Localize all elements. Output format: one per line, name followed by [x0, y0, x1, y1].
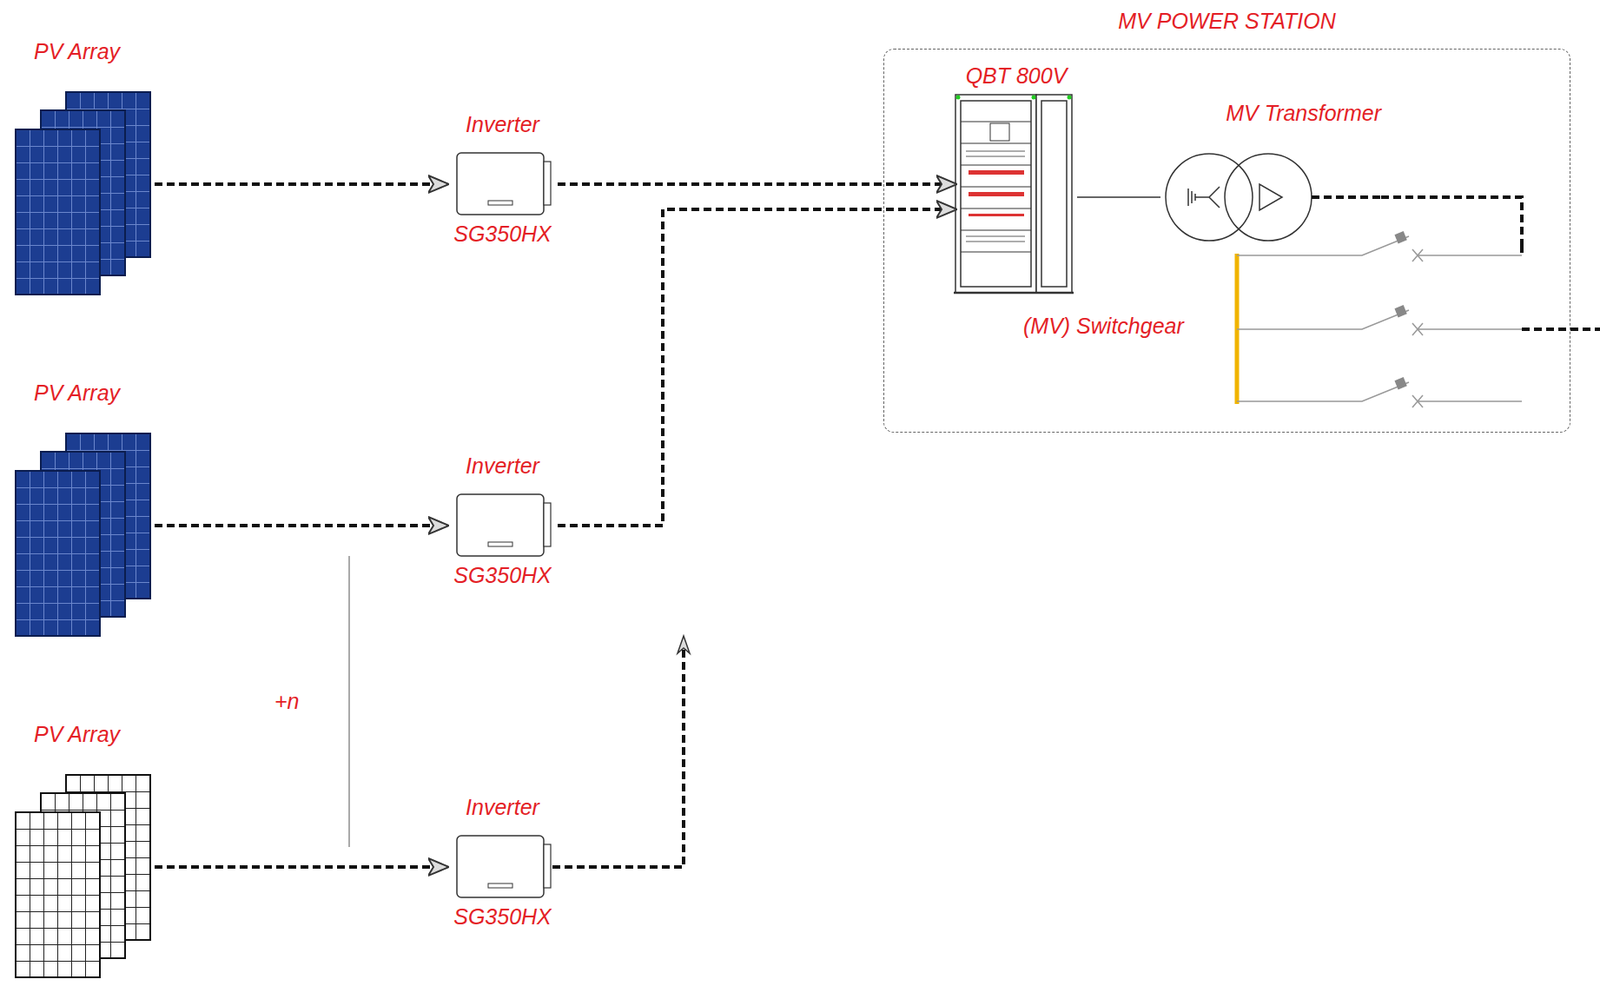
mv-switchgear: (MV) Switchgear	[1020, 247, 1534, 409]
mv-switchgear	[1236, 231, 1600, 408]
node-title: MV POWER STATION	[884, 7, 1570, 34]
lv-cabinet	[953, 94, 1074, 293]
node-title: Inverter	[447, 452, 558, 479]
model-name: SG350HX	[447, 903, 558, 930]
inverter-units	[456, 152, 551, 898]
mv-transformer: MV Transformer	[1160, 99, 1382, 248]
dashed-cable	[557, 209, 956, 526]
dashed-cable	[1381, 197, 1522, 248]
pv-array: PV Array	[15, 379, 155, 637]
repeat-marker	[349, 555, 351, 847]
node-title: PV Array	[33, 720, 120, 748]
node-title: MV Transformer	[1225, 99, 1382, 126]
pv-panels	[15, 92, 151, 978]
node-title: Inverter	[447, 111, 558, 138]
model-name: SG350HX	[447, 220, 558, 247]
lv-switchboard: QBT 800V	[955, 62, 1078, 294]
model-name: SG350HX	[447, 561, 558, 589]
lv-link	[1077, 196, 1161, 199]
open-feeder	[552, 635, 690, 867]
node-title: PV Array	[33, 38, 120, 65]
dashed-cable	[557, 182, 956, 186]
node-title: PV Array	[33, 379, 120, 406]
node-title: (MV) Switchgear	[1023, 312, 1184, 339]
inverter: InverterSG350HX	[447, 111, 558, 247]
transformer-symbol	[1165, 153, 1382, 241]
repeat-count: +n	[274, 687, 300, 715]
dashed-cable	[154, 182, 448, 186]
inverter: InverterSG350HX	[447, 793, 558, 930]
inverter: InverterSG350HX	[447, 452, 558, 589]
dashed-cable	[154, 523, 448, 528]
pv-array: PV Array	[15, 720, 155, 979]
power-station: MV POWER STATIONQBT 800VMV Transformer(M…	[883, 48, 1571, 433]
node-title: QBT 800V	[955, 62, 1078, 89]
pv-array: PV Array	[15, 38, 155, 296]
dashed-cable	[154, 865, 448, 869]
node-title: Inverter	[447, 793, 558, 820]
